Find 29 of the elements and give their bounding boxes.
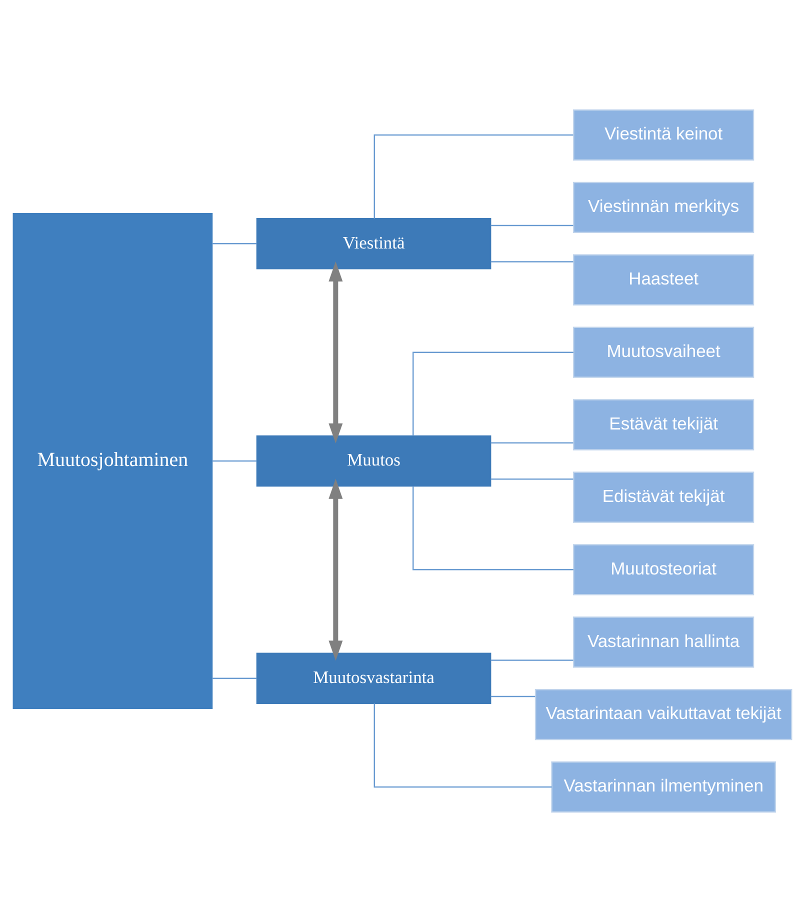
node-box: Muutos [256, 435, 492, 487]
node-box: Vastarinnan hallinta [573, 616, 754, 668]
arrow [328, 261, 343, 444]
connector [490, 478, 574, 480]
connector [412, 486, 574, 570]
node-box: Viestinnän merkitys [573, 182, 754, 234]
connector [212, 243, 257, 244]
node-box: Haasteet [573, 254, 754, 306]
arrow [328, 478, 343, 661]
node-box: Estävät tekijät [573, 399, 754, 450]
connector [212, 678, 257, 679]
node-box: Muutosteoriat [573, 544, 754, 596]
node-box: Muutosvaiheet [573, 326, 754, 378]
node-box: Vastarinnan ilmentyminen [551, 761, 776, 813]
node-box: Vastarintaan vaikuttavat tekijät [534, 688, 792, 740]
connector [212, 460, 257, 462]
connector [490, 224, 574, 226]
node-box: Viestintä [256, 218, 492, 270]
connector [412, 352, 574, 436]
connector [490, 696, 536, 698]
connector [374, 704, 552, 788]
connector [490, 261, 574, 262]
node-box: Muutosvastarinta [256, 652, 492, 704]
node-box: Muutosjohtaminen [12, 213, 213, 709]
connector [374, 134, 574, 218]
connector [490, 660, 574, 661]
connector [490, 442, 574, 444]
node-box: Edistävät tekijät [573, 472, 754, 523]
node-box: Viestintä keinot [573, 109, 754, 161]
